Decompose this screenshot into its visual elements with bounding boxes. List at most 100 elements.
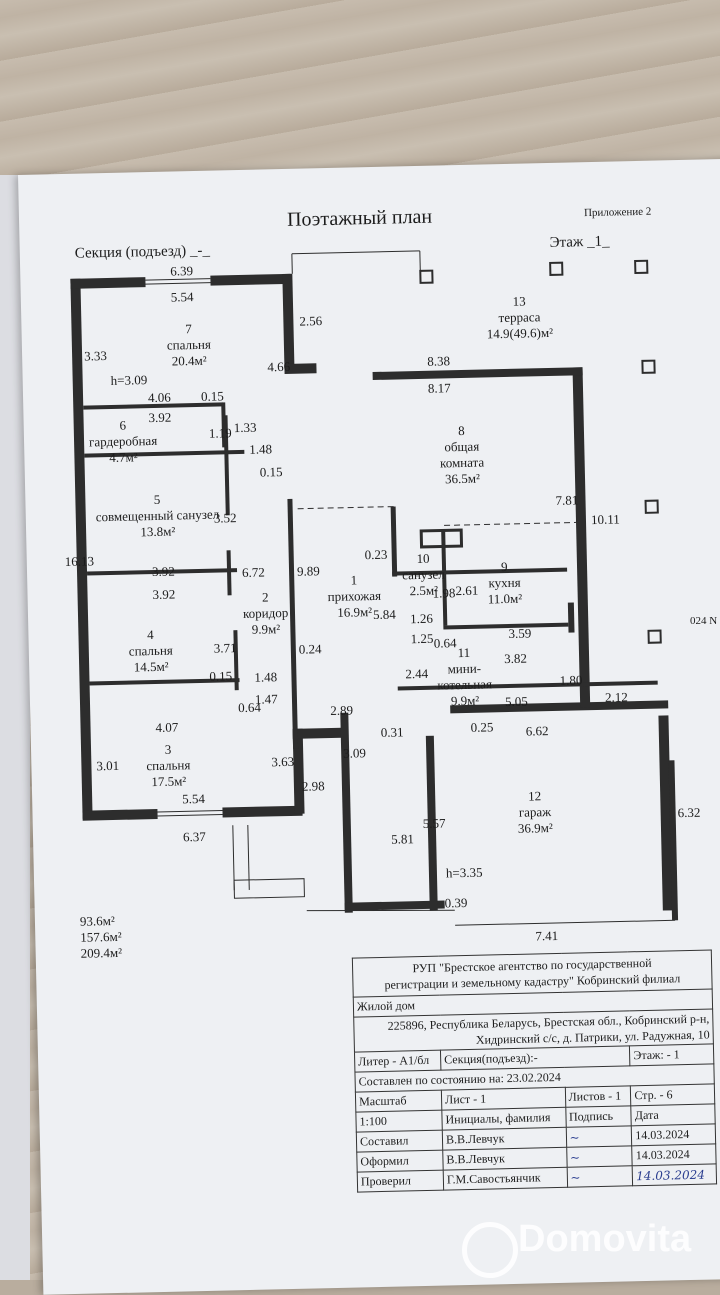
dim: 2.89 xyxy=(330,703,353,720)
role-3: Проверил xyxy=(357,1170,443,1192)
dim: 8.38 xyxy=(427,353,450,370)
dim: 6.62 xyxy=(526,723,549,740)
scale-value: 1:100 xyxy=(356,1110,442,1132)
partition xyxy=(568,602,575,632)
dim: 0.31 xyxy=(381,724,404,741)
dim: 16.13 xyxy=(65,553,95,570)
watermark: Domovita xyxy=(518,1218,691,1261)
name-1: В.В.Левчук xyxy=(442,1127,566,1150)
partition xyxy=(391,507,398,577)
floor-field: Этаж: - 1 xyxy=(630,1044,714,1066)
signature-1: ~ xyxy=(566,1126,632,1147)
dim: 1.48 xyxy=(254,669,277,686)
post xyxy=(646,501,658,513)
dim: 2.44 xyxy=(405,666,428,683)
floor-plan-sheet: Поэтажный план Приложение 2 Секция (подъ… xyxy=(18,159,720,1295)
dim: 0.64 xyxy=(434,635,457,652)
dim: 0.15 xyxy=(209,668,232,685)
title-block: РУП "Брестское агентство по государствен… xyxy=(352,949,717,1189)
partition xyxy=(287,499,298,749)
initials-label: Инициалы, фамилия xyxy=(442,1107,566,1130)
dim: 3.92 xyxy=(148,410,171,427)
dim: 7.81 xyxy=(555,492,578,509)
role-1: Составил xyxy=(356,1130,442,1152)
dim: 3.63 xyxy=(271,754,294,771)
dim: 0.15 xyxy=(201,388,224,405)
dim: 4.06 xyxy=(148,390,171,407)
signature-label: Подпись xyxy=(565,1106,631,1127)
post xyxy=(550,263,562,275)
watermark-logo-icon xyxy=(462,1222,518,1278)
page-label: Стр. - 6 xyxy=(631,1084,715,1106)
dim: 3.52 xyxy=(214,510,237,527)
dim: 1.48 xyxy=(249,441,272,458)
wall xyxy=(222,806,302,818)
dim: 1.25 xyxy=(410,631,433,648)
wall xyxy=(210,274,290,286)
dim: 6.32 xyxy=(677,805,700,822)
dim: 4.07 xyxy=(155,720,178,737)
dim: 7.41 xyxy=(535,928,558,945)
dim: 0.24 xyxy=(299,641,322,658)
dim: 3.59 xyxy=(508,625,531,642)
date-2: 14.03.2024 xyxy=(632,1144,716,1166)
post xyxy=(420,271,432,283)
dim: 5.57 xyxy=(423,815,446,832)
wall xyxy=(373,367,583,380)
wall xyxy=(70,277,145,289)
dim: 6.72 xyxy=(242,565,265,582)
post xyxy=(635,261,647,273)
sheet-label: Лист - 1 xyxy=(441,1087,565,1110)
wall xyxy=(293,728,348,739)
name-3: Г.М.Савостьянчик xyxy=(443,1167,567,1190)
name-2: В.В.Левчук xyxy=(443,1147,567,1170)
date-1: 14.03.2024 xyxy=(632,1124,716,1146)
scale-label: Масштаб xyxy=(355,1090,441,1112)
post xyxy=(642,361,654,373)
wall xyxy=(340,713,353,913)
dim: h=3.09 xyxy=(111,372,148,389)
dashed-boundary xyxy=(298,507,396,509)
dim: 0.15 xyxy=(260,464,283,481)
role-2: Оформил xyxy=(357,1150,443,1172)
signature-2: ~ xyxy=(566,1146,632,1167)
area-total-3: 209.4м² xyxy=(81,945,123,962)
dim: 8.17 xyxy=(428,380,451,397)
post xyxy=(649,631,661,643)
terrace-outline xyxy=(292,251,420,254)
dim: 1.80 xyxy=(559,672,582,689)
dim: 3.01 xyxy=(96,758,119,775)
dim: 0.23 xyxy=(365,547,388,564)
partition xyxy=(443,623,568,630)
dim: 6.37 xyxy=(183,829,206,846)
dim: 3.82 xyxy=(504,651,527,668)
dim: 2.98 xyxy=(302,778,325,795)
dim: 3.71 xyxy=(214,640,237,657)
dim: 3.33 xyxy=(84,348,107,365)
signature-3: ~ xyxy=(567,1166,633,1187)
dim: 1.19 xyxy=(209,425,232,442)
dim: 10.11 xyxy=(591,511,620,528)
dim: 3.92 xyxy=(152,564,175,581)
dim: 5.05 xyxy=(505,694,528,711)
liter: Литер - А1/бл xyxy=(354,1050,440,1072)
dim: 0.25 xyxy=(470,719,493,736)
dim: 3.09 xyxy=(343,745,366,762)
wall xyxy=(573,367,591,707)
dim: 1.98 xyxy=(432,585,455,602)
sheets-label: Листов - 1 xyxy=(565,1086,631,1107)
dim: 5.54 xyxy=(171,289,194,306)
dim: 5.81 xyxy=(391,831,414,848)
dim: 2.61 xyxy=(455,583,478,600)
dim: h=3.35 xyxy=(446,865,483,882)
dim: 1.26 xyxy=(410,611,433,628)
area-totals: 93.6м² 157.6м² 209.4м² xyxy=(80,913,122,962)
